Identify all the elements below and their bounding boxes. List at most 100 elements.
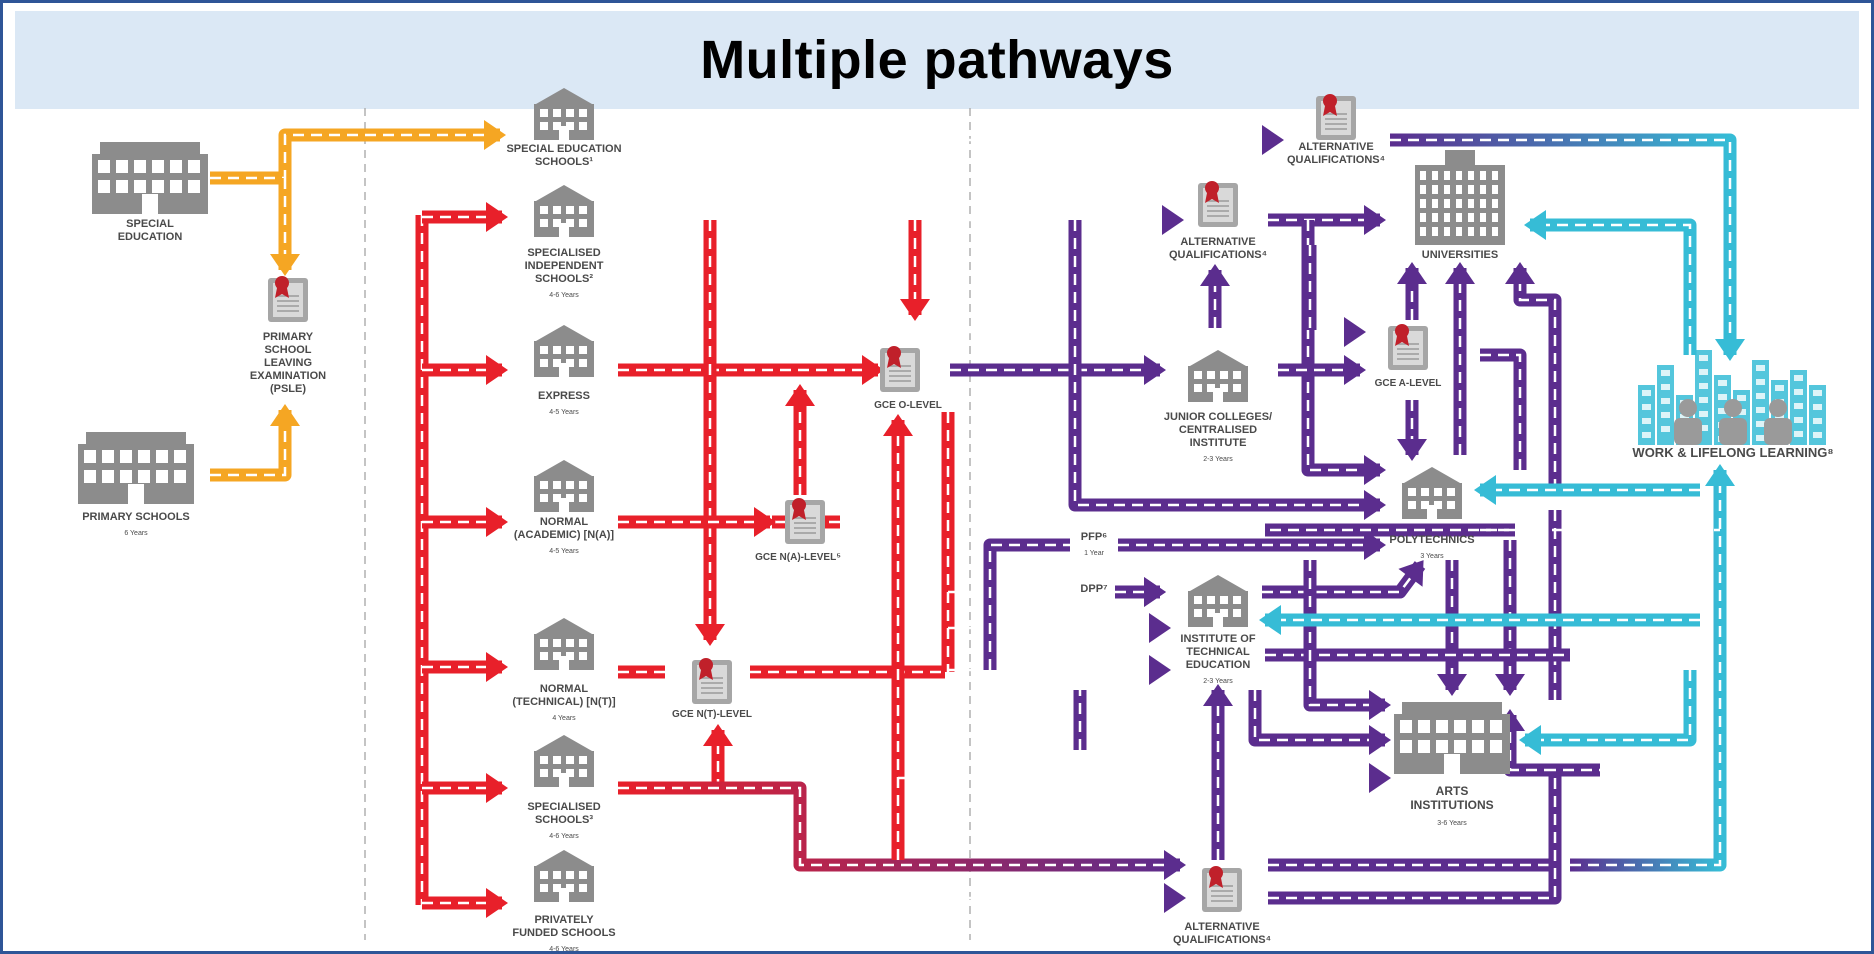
primary-schools-icon xyxy=(78,432,194,504)
gce-na-level-icon xyxy=(785,498,825,544)
normal-academic-label: NORMAL(ACADEMIC) [N(A)]4-5 Years xyxy=(514,516,615,555)
arrow-ite-to-arts xyxy=(1303,560,1391,720)
node-label-line: SCHOOLS³ xyxy=(535,814,593,826)
arrowhead xyxy=(270,254,300,276)
node-sublabel: 4-5 Years xyxy=(549,409,579,416)
arrowhead xyxy=(1505,262,1535,284)
arrow-to-secondary-3 xyxy=(422,652,508,682)
normal-technical-label: NORMAL(TECHNICAL) [N(T)]4 Years xyxy=(512,683,616,722)
node-label-line: PRIVATELY xyxy=(534,914,594,926)
node-label-line: TECHNICAL xyxy=(1186,646,1250,658)
arrowhead xyxy=(1524,210,1546,240)
node-label-line: POLYTECHNICS xyxy=(1389,534,1474,546)
arrow-private-to-altqual-bottom xyxy=(618,883,1186,913)
arrow-sis-to-o xyxy=(900,220,930,321)
gce-na-level-label: GCE N(A)-LEVEL⁵ xyxy=(755,552,841,563)
arrowhead xyxy=(1369,725,1391,755)
arrowhead xyxy=(1364,455,1386,485)
node-label-line: (PSLE) xyxy=(270,383,306,395)
node-label-line: ALTERNATIVE xyxy=(1184,921,1259,933)
work-label: WORK & LIFELONG LEARNING⁸ xyxy=(1632,445,1833,460)
arrowhead xyxy=(754,507,776,537)
work-icon xyxy=(1638,350,1826,445)
arrowhead xyxy=(1364,530,1386,560)
node-label-line: WORK & LIFELONG LEARNING⁸ xyxy=(1632,445,1833,460)
arrow-to-gce-o xyxy=(883,414,913,860)
arrowhead xyxy=(1445,262,1475,284)
node-label-line: INDEPENDENT xyxy=(525,260,604,272)
node-label-line: GCE O-LEVEL xyxy=(874,400,942,411)
arrow-altqual-to-ite xyxy=(1203,684,1233,860)
arrow-altqual-to-work xyxy=(1390,133,1745,361)
arrowhead xyxy=(1369,690,1391,720)
node-label-line: SCHOOLS² xyxy=(535,273,593,285)
node-label-line: SCHOOL xyxy=(264,344,311,356)
node-sublabel: 1 Year xyxy=(1084,550,1105,557)
arrow-to-secondary-1 xyxy=(422,355,508,385)
arrowhead xyxy=(900,299,930,321)
node-sublabel: 4-6 Years xyxy=(549,292,579,299)
universities-icon xyxy=(1415,150,1505,245)
node-label-line: ALTERNATIVE xyxy=(1298,141,1373,153)
gce-a-level-label: GCE A-LEVEL xyxy=(1375,378,1442,389)
arrow-express-to-o xyxy=(618,355,884,385)
arrow-poly-to-arts-1 xyxy=(1437,560,1467,696)
dpp-label: DPP⁷ xyxy=(1080,583,1108,595)
arrow-gcea-to-uni xyxy=(1397,262,1427,320)
arrow-jc-to-gcea xyxy=(1278,355,1366,385)
arrow-to-secondary-0 xyxy=(422,202,508,232)
arrow-primary-to-psle xyxy=(210,404,300,482)
alt-qual-top-icon xyxy=(1316,94,1356,140)
arrow-poly-uni-2 xyxy=(1505,262,1562,490)
alt-qual-mid-icon xyxy=(1198,181,1238,227)
slide-title: Multiple pathways xyxy=(700,30,1174,90)
arrow-special-to-special-schools xyxy=(210,120,506,185)
gce-nt-level-icon xyxy=(692,658,732,704)
node-label-line: EXPRESS xyxy=(538,390,590,402)
node-label-line: EXAMINATION xyxy=(250,370,326,382)
node-label-line: UNIVERSITIES xyxy=(1422,249,1498,261)
gce-nt-level-label: GCE N(T)-LEVEL xyxy=(672,709,752,720)
arrow-to-secondary-5 xyxy=(422,888,508,918)
junior-colleges-icon xyxy=(1188,350,1248,402)
arrowhead xyxy=(1715,339,1745,361)
node-label-line: GCE N(A)-LEVEL⁵ xyxy=(755,552,841,563)
express-icon xyxy=(534,325,594,377)
gce-a-level-icon xyxy=(1388,324,1428,370)
node-sublabel: 4-6 Years xyxy=(549,946,579,953)
node-sublabel: 6 Years xyxy=(124,530,148,537)
arrow-spec-to-gcent xyxy=(703,724,733,790)
node-label-line: (TECHNICAL) [N(T)] xyxy=(512,696,616,708)
gce-o-level-icon xyxy=(880,346,920,392)
arrowhead xyxy=(1162,205,1184,235)
arrow-to-arts xyxy=(898,763,1391,793)
node-label-line: DPP⁷ xyxy=(1080,583,1108,595)
arrowhead xyxy=(484,120,506,150)
arrowhead xyxy=(1144,355,1166,385)
node-label-line: NORMAL xyxy=(540,516,589,528)
pfp-link xyxy=(983,538,1070,670)
arrow-jc-to-altqual xyxy=(1200,264,1230,328)
normal-technical-icon xyxy=(534,618,594,670)
arrow-ite-to-poly xyxy=(1262,560,1426,599)
arrowhead xyxy=(1149,655,1171,685)
arrowhead xyxy=(862,355,884,385)
node-label-line: ARTS xyxy=(1436,784,1469,798)
arrow-special-to-psle xyxy=(270,178,300,276)
node-sublabel: 3-6 Years xyxy=(1437,820,1467,827)
arrowhead xyxy=(1200,264,1230,286)
arrow-pfp-to-poly xyxy=(1118,530,1386,560)
arrowhead xyxy=(1364,205,1386,235)
node-sublabel: 2-3 Years xyxy=(1203,456,1233,463)
arrowhead xyxy=(486,507,508,537)
node-label-line: QUALIFICATIONS⁴ xyxy=(1287,154,1385,166)
special-education-schools-icon xyxy=(534,88,594,140)
arrow-altqual-to-uni xyxy=(1268,205,1386,235)
node-label-line: SCHOOLS¹ xyxy=(535,156,593,168)
alt-qual-bottom-icon xyxy=(1202,866,1242,912)
